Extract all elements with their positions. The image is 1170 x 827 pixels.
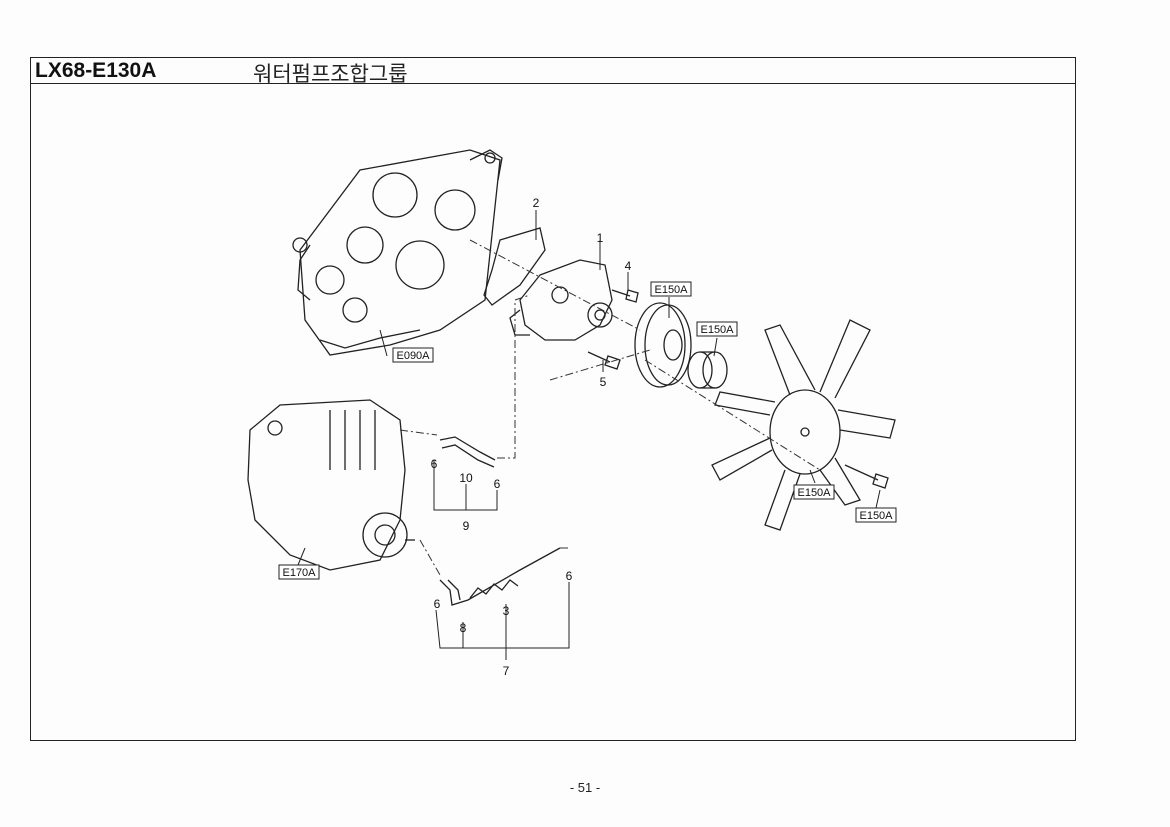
callout-9: 9 bbox=[463, 519, 470, 533]
header-bar: LX68-E130A 워터펌프조합그룹 bbox=[31, 58, 1075, 86]
callout-2: 2 bbox=[533, 196, 540, 210]
injection-pump-drawing bbox=[247, 399, 415, 571]
ref-e170a: E170A bbox=[282, 567, 316, 579]
callout-1: 1 bbox=[597, 231, 604, 245]
hose-8-drawing bbox=[439, 547, 561, 606]
page-number: - 51 - bbox=[569, 780, 601, 795]
gasket-drawing bbox=[483, 227, 546, 306]
callout-7: 7 bbox=[503, 664, 510, 678]
callout-6-upper-left: 6 bbox=[431, 457, 438, 471]
bolt-5-drawing bbox=[587, 351, 621, 370]
gear-case-drawing bbox=[292, 149, 503, 356]
group-title: 워터펌프조합그룹 bbox=[253, 62, 408, 86]
spacer-drawing bbox=[687, 351, 728, 389]
callout-10: 10 bbox=[459, 471, 473, 485]
callout-6-upper-right: 6 bbox=[494, 477, 501, 491]
diagram-frame: LX68-E130A 워터펌프조합그룹 bbox=[30, 57, 1076, 741]
group-code: LX68-E130A bbox=[35, 59, 157, 82]
callout-3: 3 bbox=[503, 604, 510, 618]
fan-bolt-drawing bbox=[844, 464, 889, 489]
ref-e150a-pulley: E150A bbox=[654, 284, 688, 296]
callout-8: 8 bbox=[460, 621, 467, 635]
ref-e150a-spacer: E150A bbox=[700, 324, 734, 336]
water-pump-drawing bbox=[509, 259, 613, 341]
ref-e150a-bolt: E150A bbox=[859, 510, 893, 522]
bolt-4-drawing bbox=[611, 289, 639, 303]
fan-drawing bbox=[711, 319, 896, 531]
ref-e150a-fan: E150A bbox=[797, 487, 831, 499]
callout-6-lower-left: 6 bbox=[434, 597, 441, 611]
hose-3-spring bbox=[469, 579, 519, 599]
callout-4: 4 bbox=[625, 259, 632, 273]
hose-10-drawing bbox=[439, 436, 496, 468]
callout-6-lower-right: 6 bbox=[566, 569, 573, 583]
pulley-drawing bbox=[634, 302, 692, 388]
ref-e090a: E090A bbox=[396, 350, 430, 362]
callout-5: 5 bbox=[600, 375, 607, 389]
